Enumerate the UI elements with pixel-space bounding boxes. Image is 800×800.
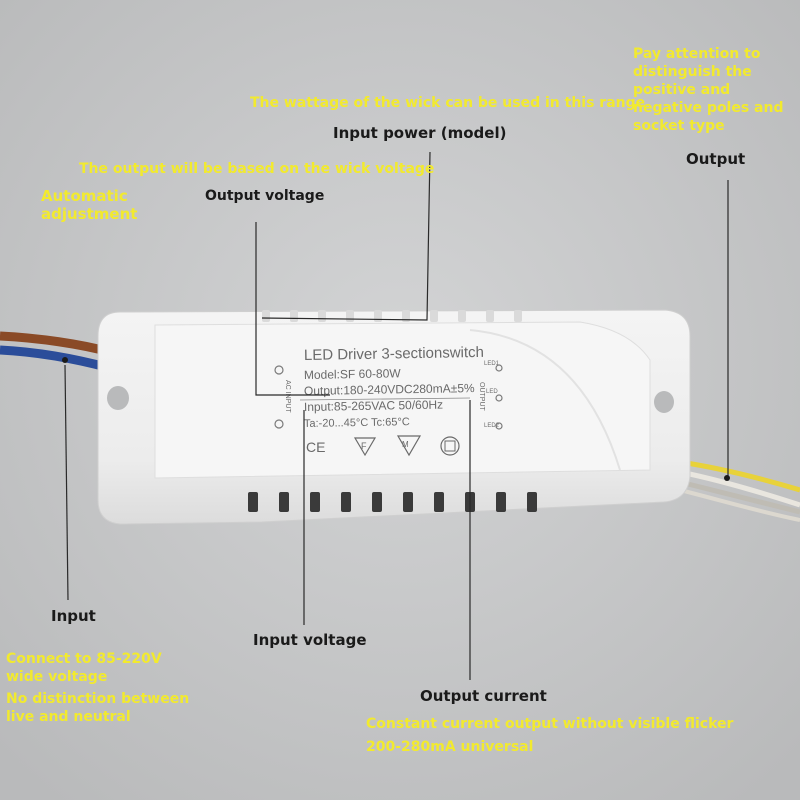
mw-mark-icon: M <box>396 435 422 457</box>
ac-input-text: AC INPUT <box>284 380 291 413</box>
input-note-2: No distinction between live and neutral <box>6 691 190 725</box>
led-text: LED <box>486 389 498 395</box>
output-current-note-2: 200-280mA universal <box>366 739 534 755</box>
input-power-label: Input power (model) <box>333 124 507 142</box>
input-line <box>64 364 69 601</box>
device-label: LED Driver 3-sectionswitch Model:SF 60-8… <box>284 344 500 457</box>
label-model: Model:SF 60-80W <box>304 366 402 382</box>
led1-text: LED1 <box>484 361 500 367</box>
safety-mark-icon <box>440 436 460 456</box>
label-title: LED Driver 3-sectionswitch <box>304 344 484 364</box>
input-note-1: Connect to 85-220V wide voltage <box>6 651 162 685</box>
ce-mark: CE <box>306 439 325 455</box>
output-voltage-label: Output voltage <box>205 188 325 204</box>
input-label: Input <box>51 607 96 625</box>
label-input: Input:85-265VAC 50/60Hz <box>304 398 443 414</box>
callout-lines <box>64 151 729 680</box>
svg-text:M: M <box>402 440 409 449</box>
output-current-note-1: Constant current output without visible … <box>366 716 734 732</box>
output-current-label: Output current <box>420 687 547 705</box>
output-label: Output <box>686 150 746 168</box>
input-power-line <box>261 151 431 321</box>
output-side-text: OUTPUT <box>478 382 485 412</box>
label-temp: Ta:-20...45°C Tc:65°C <box>304 416 410 430</box>
output-note: Pay attention to distinguish the positiv… <box>633 46 784 134</box>
auto-adjust-note: Automatic adjustment <box>41 187 138 223</box>
label-output: Output:180-240VDC280mA±5% <box>304 381 475 398</box>
led2-text: LED2 <box>484 423 500 429</box>
output-voltage-note: The output will be based on the wick vol… <box>79 161 435 177</box>
svg-text:F: F <box>361 441 367 451</box>
output-voltage-line <box>255 222 330 396</box>
output-wires <box>679 459 800 522</box>
input-voltage-label: Input voltage <box>253 631 367 649</box>
wattage-note: The wattage of the wick can be used in t… <box>250 95 646 111</box>
f-mark-icon: F <box>353 437 377 457</box>
led-driver-box <box>97 309 691 525</box>
